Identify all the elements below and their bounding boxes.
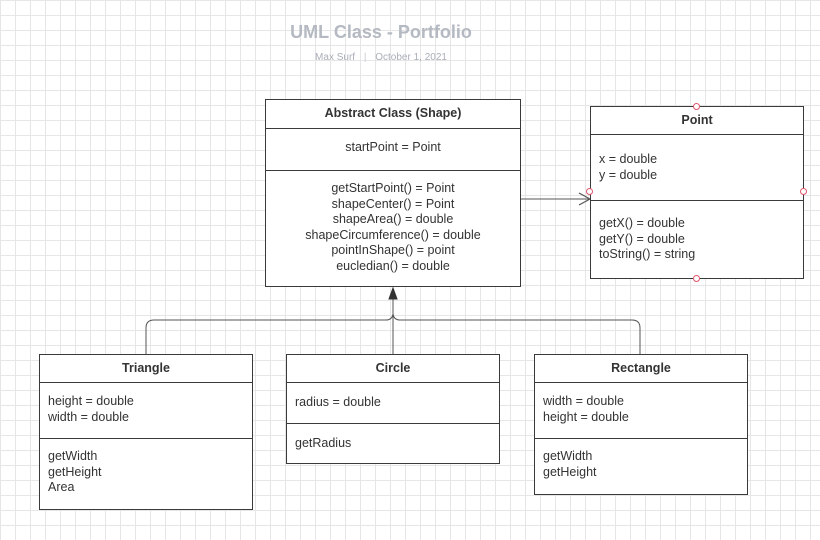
class-circle[interactable]: Circle radius = double getRadius <box>286 354 500 464</box>
method: getWidth <box>48 449 98 463</box>
method: shapeCircumference() = double <box>305 227 481 242</box>
class-circle-name: Circle <box>375 360 411 375</box>
attribute: height = double <box>543 409 629 424</box>
attribute: x = double <box>599 152 658 166</box>
method: getRadius <box>295 436 352 450</box>
anchor-point-bottom[interactable] <box>693 275 700 282</box>
attribute: width = double <box>543 394 624 408</box>
class-shape-attributes: startPoint = Point <box>266 128 520 170</box>
class-shape-methods: getStartPoint() = Point shapeCenter() = … <box>266 170 520 286</box>
method: shapeArea() = double <box>332 212 454 226</box>
method: pointInShape() = point <box>331 243 455 257</box>
method: getWidth <box>543 449 593 463</box>
method: getY() = double <box>599 231 685 246</box>
method: getX() = double <box>599 216 685 230</box>
class-circle-attributes: radius = double <box>287 382 499 423</box>
method: shapeCenter() = Point <box>331 196 455 211</box>
meta-separator: | <box>363 52 367 63</box>
method: getHeight <box>48 464 102 479</box>
attribute: y = double <box>599 167 658 182</box>
class-triangle[interactable]: Triangle height = double width = double … <box>39 354 253 510</box>
anchor-point-left[interactable] <box>586 188 593 195</box>
doc-meta: Max Surf | October 1, 2021 <box>250 52 512 63</box>
class-point-methods: getX() = double getY() = double toString… <box>591 200 803 278</box>
attribute: startPoint = Point <box>345 140 441 154</box>
doc-date: October 1, 2021 <box>375 52 447 63</box>
anchor-point-right[interactable] <box>800 188 807 195</box>
class-point-name: Point <box>681 112 713 127</box>
inheritance-arrowhead <box>388 286 398 300</box>
class-point-attributes: x = double y = double <box>591 134 803 200</box>
class-rectangle-name: Rectangle <box>611 360 671 375</box>
anchor-point-top[interactable] <box>693 103 700 110</box>
method: eucledian() = double <box>336 258 450 273</box>
method: getHeight <box>543 464 597 479</box>
class-point[interactable]: Point x = double y = double getX() = dou… <box>590 106 804 279</box>
class-rectangle-methods: getWidth getHeight <box>535 438 747 494</box>
class-triangle-methods: getWidth getHeight Area <box>40 438 252 509</box>
method: getStartPoint() = Point <box>331 181 455 195</box>
attribute: radius = double <box>295 395 381 409</box>
attribute: height = double <box>48 394 134 408</box>
method: Area <box>48 480 75 494</box>
class-shape[interactable]: Abstract Class (Shape) startPoint = Poin… <box>265 99 521 287</box>
attribute: width = double <box>48 409 129 424</box>
class-rectangle-attributes: width = double height = double <box>535 382 747 438</box>
class-triangle-attributes: height = double width = double <box>40 382 252 438</box>
class-circle-methods: getRadius <box>287 423 499 463</box>
class-triangle-name: Triangle <box>122 360 170 375</box>
author-name: Max Surf <box>315 52 356 63</box>
method: toString() = string <box>599 247 696 261</box>
class-shape-name: Abstract Class (Shape) <box>324 106 462 121</box>
page-title: UML Class - Portfolio <box>290 22 472 42</box>
class-rectangle[interactable]: Rectangle width = double height = double… <box>534 354 748 495</box>
